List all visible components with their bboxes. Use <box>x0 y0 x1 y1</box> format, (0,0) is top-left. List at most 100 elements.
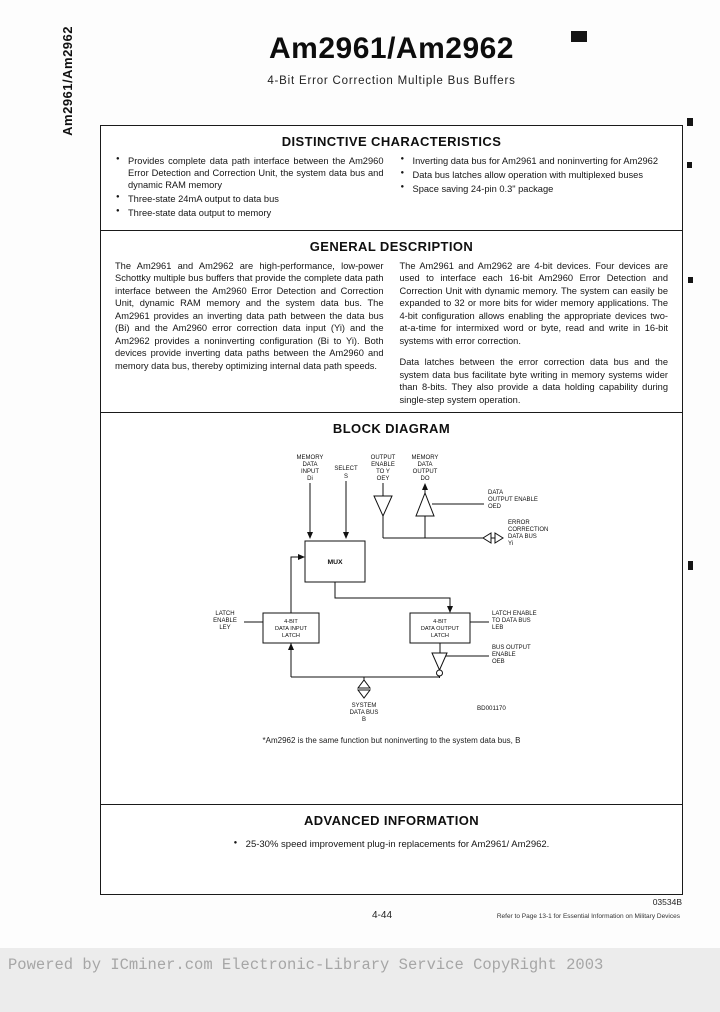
svg-text:4-BIT: 4-BIT <box>433 619 447 625</box>
watermark-bar: Powered by ICminer.com Electronic-Librar… <box>0 948 720 1012</box>
svg-text:LATCH: LATCH <box>282 633 300 639</box>
section-block-diagram: BLOCK DIAGRAM <box>101 412 682 804</box>
paragraph: Data latches between the error correctio… <box>399 357 669 405</box>
svg-text:B: B <box>361 717 365 723</box>
diagram-footnote: *Am2962 is the same function but noninve… <box>262 736 521 745</box>
diagram-code-label: BD001170 <box>477 705 506 712</box>
paragraph: The Am2961 and Am2962 are 4-bit devices.… <box>399 261 669 346</box>
output-latch-box <box>409 612 470 644</box>
scan-artifact <box>571 31 587 42</box>
svg-text:DATA: DATA <box>488 490 503 496</box>
b-bus-arrow-down <box>356 689 371 699</box>
memory-data-input-label: MEMORY DATA INPUT Di <box>296 455 323 482</box>
bullet-item: Three-state data output to memory <box>115 207 384 219</box>
svg-text:MEMORY: MEMORY <box>411 455 438 461</box>
data-output-enable-label: DATA OUTPUT ENABLE OED <box>488 490 538 510</box>
svg-text:OUTPUT: OUTPUT <box>412 469 437 475</box>
bullet-item: Inverting data bus for Am2961 and noninv… <box>400 155 669 167</box>
svg-text:LATCH: LATCH <box>431 633 449 639</box>
document-code: 03534B <box>652 897 682 907</box>
output-enable-to-y-label: OUTPUT ENABLE TO Y OEY <box>370 455 395 482</box>
svg-text:Di: Di <box>307 476 313 482</box>
general-heading: GENERAL DESCRIPTION <box>309 239 474 254</box>
svg-text:DATA BUS: DATA BUS <box>349 710 378 716</box>
svg-text:BD001170: BD001170 <box>477 705 506 712</box>
page-subtitle: 4-Bit Error Correction Multiple Bus Buff… <box>267 75 516 87</box>
svg-text:LATCH ENABLE: LATCH ENABLE <box>492 611 537 617</box>
svg-text:TO Y: TO Y <box>376 469 390 475</box>
svg-text:MEMORY: MEMORY <box>296 455 323 461</box>
svg-text:OEY: OEY <box>376 476 389 482</box>
svg-text:DATA: DATA <box>417 462 432 468</box>
page-number: 4-44 <box>372 910 393 921</box>
svg-text:DATA BUS: DATA BUS <box>508 534 537 540</box>
svg-text:DO: DO <box>420 476 429 482</box>
svg-text:MUX: MUX <box>327 559 343 566</box>
svg-text:DATA: DATA <box>302 462 317 468</box>
yi-bus-arrow-right <box>494 532 504 544</box>
yi-bus-arrow-left <box>481 532 491 544</box>
diagram-wires <box>243 481 495 682</box>
svg-text:DATA OUTPUT: DATA OUTPUT <box>420 626 459 632</box>
svg-text:OED: OED <box>488 504 502 510</box>
section-general-description: GENERAL DESCRIPTION The Am2961 and Am296… <box>101 230 682 412</box>
distinctive-left-list: Provides complete data path interface be… <box>115 155 384 219</box>
svg-text:LEB: LEB <box>492 625 503 631</box>
general-left-column: The Am2961 and Am2962 are high-performan… <box>115 260 384 415</box>
paragraph: The Am2961 and Am2962 are high-performan… <box>115 261 384 371</box>
input-latch-label: 4-BIT DATA INPUT LATCH <box>274 619 307 639</box>
error-correction-data-bus-label: ERROR CORRECTION DATA BUS Yi <box>508 520 548 547</box>
bus-output-enable-label: BUS OUTPUT ENABLE OEB <box>492 645 531 665</box>
block-diagram-heading: BLOCK DIAGRAM <box>332 421 451 436</box>
scan-artifact <box>688 277 693 283</box>
watermark-text: Powered by ICminer.com Electronic-Librar… <box>8 956 604 974</box>
bullet-item: Provides complete data path interface be… <box>115 155 384 191</box>
svg-text:OUTPUT ENABLE: OUTPUT ENABLE <box>488 497 538 503</box>
svg-text:ENABLE: ENABLE <box>213 618 237 624</box>
svg-text:4-BIT: 4-BIT <box>284 619 298 625</box>
bullet-item: Data bus latches allow operation with mu… <box>400 169 669 181</box>
latch-enable-y-label: LATCH ENABLE LEY <box>213 611 237 631</box>
section-distinctive-characteristics: DISTINCTIVE CHARACTERISTICS Provides com… <box>101 126 682 230</box>
content-box: DISTINCTIVE CHARACTERISTICS Provides com… <box>100 125 683 895</box>
scan-artifact <box>688 561 693 570</box>
svg-text:CORRECTION: CORRECTION <box>508 527 548 533</box>
svg-text:S: S <box>343 474 347 480</box>
svg-text:LATCH: LATCH <box>215 611 234 617</box>
advanced-bullet: 25-30% speed improvement plug-in replace… <box>234 839 550 850</box>
scan-artifact <box>687 162 692 168</box>
do-buffer-triangle <box>414 491 435 517</box>
svg-text:OUTPUT: OUTPUT <box>370 455 395 461</box>
svg-text:ENABLE: ENABLE <box>371 462 395 468</box>
inverter-bubble <box>435 669 443 677</box>
input-latch-box <box>262 612 319 644</box>
svg-text:SYSTEM: SYSTEM <box>351 703 376 709</box>
bus-driver-triangle <box>430 652 448 672</box>
select-label: SELECT S <box>334 466 358 480</box>
bullet-item: Three-state 24mA output to data bus <box>115 193 384 205</box>
military-devices-note: Refer to Page 13-1 for Essential Informa… <box>496 913 680 920</box>
svg-text:ERROR: ERROR <box>508 520 530 526</box>
scan-artifact <box>687 118 693 126</box>
memory-data-output-label: MEMORY DATA OUTPUT DO <box>411 455 438 482</box>
latch-enable-bus-label: LATCH ENABLE TO DATA BUS LEB <box>492 611 537 631</box>
mux-box <box>304 540 365 583</box>
svg-text:Yi: Yi <box>508 541 513 547</box>
block-diagram: MEMORY DATA INPUT Di SELECT S OUTPUT ENA… <box>101 452 682 745</box>
b-bus-arrow-up <box>356 679 371 689</box>
mux-label: MUX <box>327 559 343 566</box>
svg-text:INPUT: INPUT <box>301 469 319 475</box>
system-data-bus-label: SYSTEM DATA BUS B <box>349 703 378 723</box>
general-right-column: The Am2961 and Am2962 are 4-bit devices.… <box>400 260 669 415</box>
svg-text:BUS OUTPUT: BUS OUTPUT <box>492 645 531 651</box>
svg-text:LEY: LEY <box>219 625 230 631</box>
bullet-item: Space saving 24-pin 0.3" package <box>400 183 669 195</box>
block-diagram-canvas: MEMORY DATA INPUT Di SELECT S OUTPUT ENA… <box>213 455 548 723</box>
page-header: Am2961/Am2962 4-Bit Error Correction Mul… <box>100 32 683 87</box>
svg-text:ENABLE: ENABLE <box>492 652 516 658</box>
advanced-heading: ADVANCED INFORMATION <box>303 813 480 828</box>
svg-text:TO DATA BUS: TO DATA BUS <box>492 618 531 624</box>
section-advanced-information: ADVANCED INFORMATION 25-30% speed improv… <box>101 804 682 894</box>
svg-text:DATA INPUT: DATA INPUT <box>274 626 307 632</box>
